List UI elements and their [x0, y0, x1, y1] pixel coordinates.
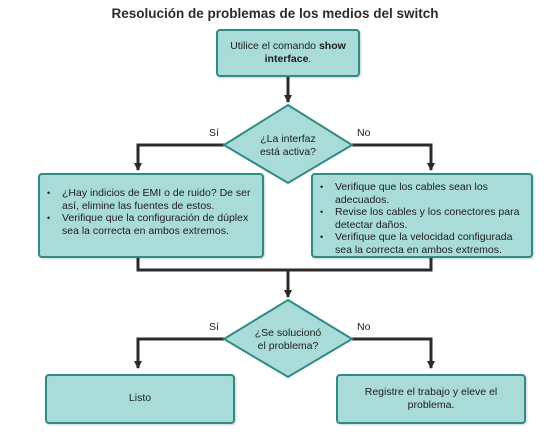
- right-action-item: Verifique que los cables sean los adecua…: [320, 181, 525, 206]
- arrow-decision2-yes: [134, 337, 224, 369]
- start-box-text: Utilice el comando show interface.: [224, 40, 352, 66]
- left-action-item: Verifique que la configuración de dúplex…: [47, 212, 256, 237]
- right-action-item: Revise los cables y los conectores para …: [320, 206, 525, 231]
- right-action-box: Verifique que los cables sean los adecua…: [311, 173, 533, 258]
- decision1-text: ¿La interfaz está activa?: [259, 133, 317, 158]
- decision2-text: ¿Se solucionó el problema?: [254, 327, 322, 352]
- end-yes-text: Listo: [128, 392, 152, 405]
- connector-right-box-down: [288, 258, 433, 272]
- decision2-no-label: No: [357, 321, 371, 333]
- right-action-list: Verifique que los cables sean los adecua…: [313, 181, 531, 256]
- connector-left-box-down: [136, 258, 288, 272]
- left-action-box: ¿Hay indicios de EMI o de ruido? De ser …: [38, 173, 264, 258]
- arrow-decision2-no: [352, 337, 435, 369]
- start-text-plain: Utilice el comando: [230, 39, 319, 52]
- start-text-end: .: [308, 53, 312, 65]
- start-text-command: show interface: [264, 39, 346, 65]
- decision1-diamond: [222, 103, 354, 185]
- left-action-item: ¿Hay indicios de EMI o de ruido? De ser …: [47, 187, 256, 212]
- decision1-yes-label: Sí: [209, 127, 219, 139]
- left-action-list: ¿Hay indicios de EMI o de ruido? De ser …: [40, 187, 262, 237]
- decision1-no-label: No: [357, 127, 371, 139]
- arrow-decision1-no: [352, 143, 435, 171]
- end-yes-box: Listo: [45, 374, 235, 424]
- start-box: Utilice el comando show interface.: [216, 29, 360, 77]
- end-no-box: Registre el trabajo y eleve el problema.: [336, 374, 526, 424]
- decision2-diamond: [222, 298, 354, 379]
- diagram-title: Resolución de problemas de los medios de…: [111, 6, 439, 21]
- right-action-item: Verifique que la velocidad configurada s…: [320, 231, 525, 256]
- end-no-text: Registre el trabajo y eleve el problema.: [364, 385, 498, 411]
- decision2-yes-label: Sí: [209, 321, 219, 333]
- arrow-decision1-yes: [134, 143, 225, 171]
